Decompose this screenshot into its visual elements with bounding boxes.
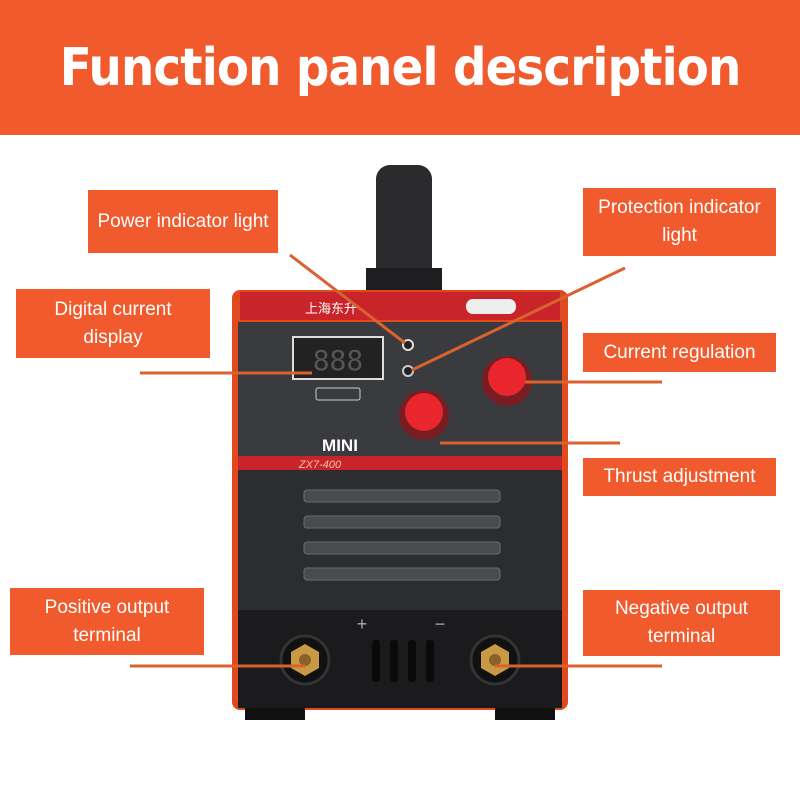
series-label: MINI — [322, 436, 358, 455]
label-negative-terminal: Negative output terminal — [583, 590, 780, 656]
display-value: 888 — [313, 344, 364, 377]
protection-indicator-light — [402, 365, 414, 377]
label-power-indicator: Power indicator light — [88, 190, 278, 253]
label-thrust-adjustment: Thrust adjustment — [583, 458, 776, 496]
digital-display — [292, 336, 384, 380]
label-positive-terminal: Positive output terminal — [10, 588, 204, 655]
thrust-adjustment-knob — [405, 393, 443, 431]
minus-sign: − — [435, 614, 446, 634]
leader-lines — [130, 253, 662, 668]
svg-text:上海东升: 上海东升 — [305, 302, 357, 317]
vent-slots — [303, 489, 501, 581]
label-current-regulation: Current regulation — [583, 333, 776, 372]
label-digital-display: Digital current display — [16, 289, 210, 358]
plus-sign: + — [357, 614, 368, 634]
current-regulation-knob — [488, 358, 526, 396]
label-protection-indicator: Protection indicator light — [583, 188, 776, 256]
title-banner: Function panel description — [0, 0, 800, 135]
model-label: ZX7-400 — [298, 459, 342, 471]
handle — [376, 165, 432, 295]
power-indicator-light — [402, 339, 414, 351]
page-title: Function panel description — [59, 37, 742, 98]
